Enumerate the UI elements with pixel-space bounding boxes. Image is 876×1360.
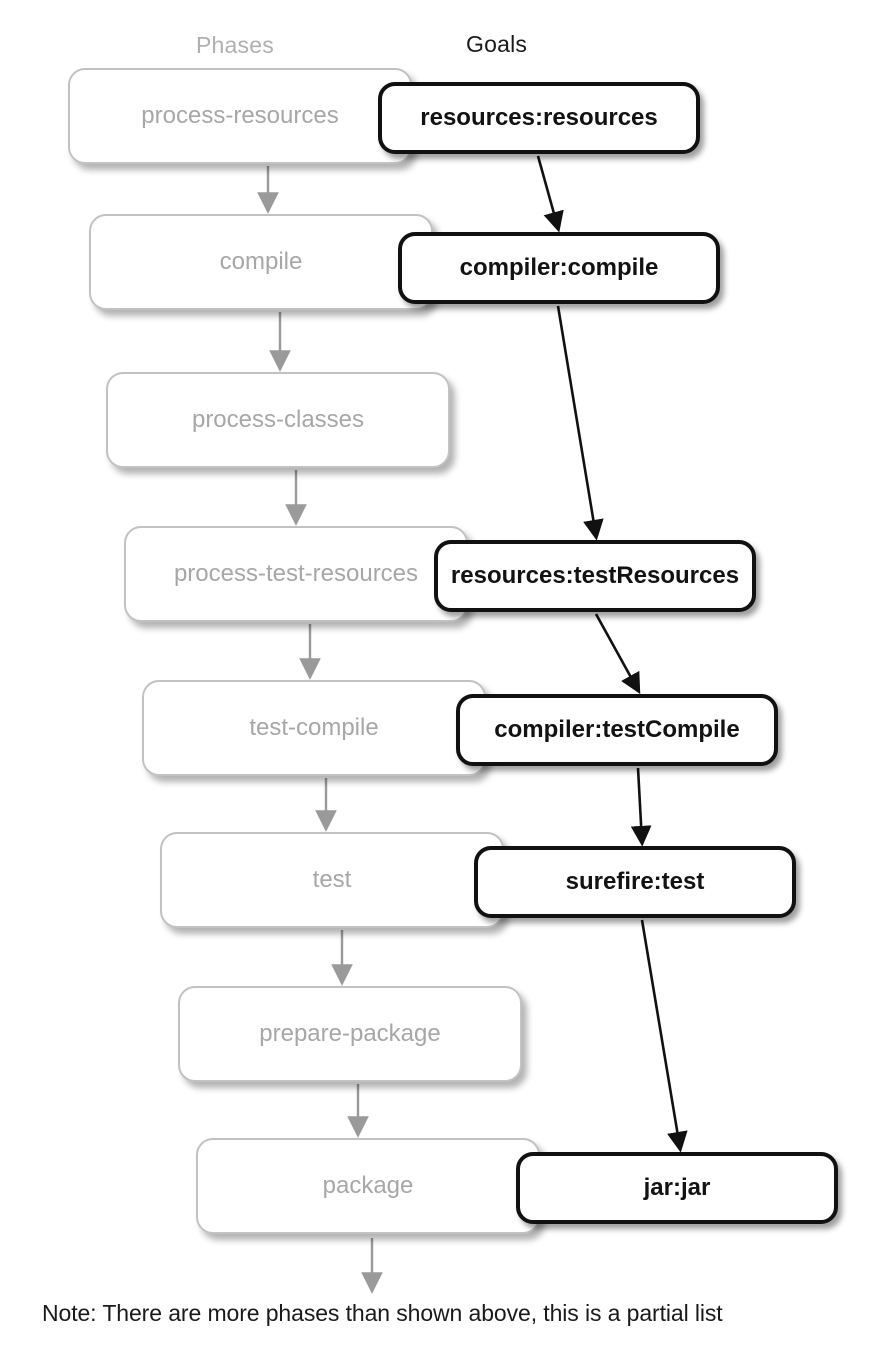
phase-label: compile [219,248,303,275]
goal-label: resources:resources [420,104,658,131]
phase-box-prepare-package: prepare-package [178,986,522,1082]
phase-box-compile: compile [89,214,433,310]
goal-box-resources-testresources: resources:testResources [434,540,756,612]
phase-label: process-resources [141,102,339,129]
phase-label: test-compile [249,714,379,741]
column-header-phases: Phases [196,32,274,58]
goal-label: jar:jar [643,1174,711,1201]
phase-label: prepare-package [259,1020,441,1047]
column-header-goals: Goals [466,31,528,57]
phase-label: process-test-resources [173,560,419,587]
goal-box-jar-jar: jar:jar [516,1152,838,1224]
goal-box-resources-resources: resources:resources [378,82,700,154]
goal-label: surefire:test [565,868,705,895]
phase-box-process-classes: process-classes [106,372,450,468]
footer-note: Note: There are more phases than shown a… [42,1300,723,1326]
phase-box-process-resources: process-resources [68,68,412,164]
phase-box-process-test-resources: process-test-resources [124,526,468,622]
goal-label: compiler:compile [459,254,659,281]
goal-box-surefire-test: surefire:test [474,846,796,918]
phase-box-test-compile: test-compile [142,680,486,776]
goal-box-compiler-testcompile: compiler:testCompile [456,694,778,766]
phase-box-package: package [196,1138,540,1234]
goal-arrow [630,767,652,847]
phase-label: package [322,1172,414,1199]
goal-arrow [556,305,604,541]
goal-arrow [640,919,688,1153]
goal-box-compiler-compile: compiler:compile [398,232,720,304]
goal-label: compiler:testCompile [494,716,740,743]
goal-arrow [536,155,564,233]
phase-label: process-classes [191,406,365,433]
phase-box-test: test [160,832,504,928]
goal-arrow [594,613,641,695]
phase-label: test [312,866,352,893]
goal-label: resources:testResources [450,562,740,589]
